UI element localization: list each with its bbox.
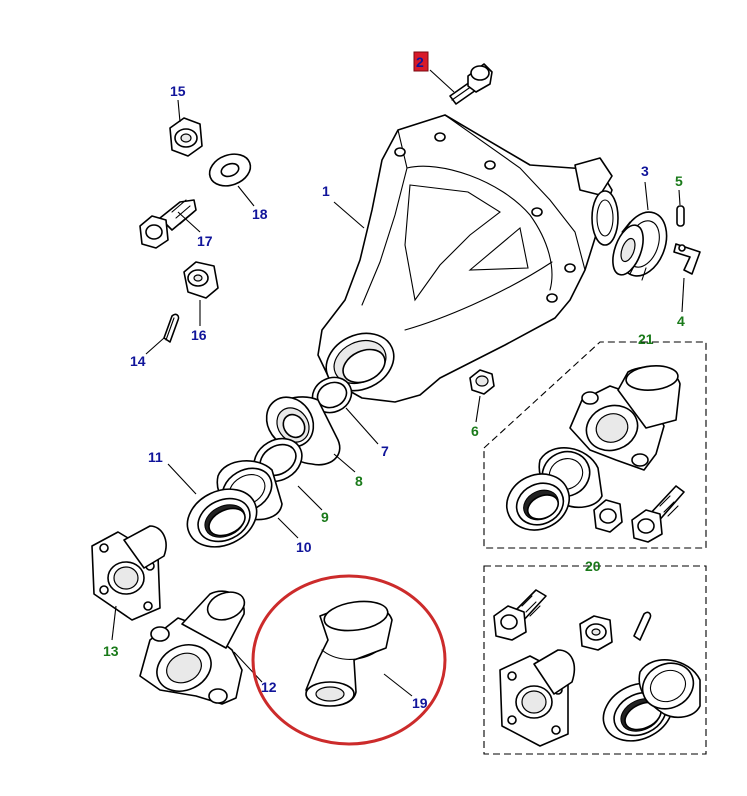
label-18: 18 bbox=[252, 206, 268, 222]
label-5: 5 bbox=[675, 173, 683, 189]
label-21: 21 bbox=[638, 331, 654, 347]
kit-20-bolt[interactable] bbox=[493, 589, 547, 641]
label-3: 3 bbox=[641, 163, 649, 179]
kit-21-dust-shield[interactable] bbox=[498, 464, 579, 540]
locking-bracket[interactable] bbox=[673, 243, 701, 275]
label-14: 14 bbox=[130, 353, 146, 369]
label-4: 4 bbox=[677, 313, 685, 329]
kit-20-square-flange[interactable] bbox=[499, 649, 576, 747]
kit-20-cotter-pin[interactable] bbox=[633, 611, 652, 641]
cotter-pin[interactable] bbox=[163, 313, 180, 343]
leader-lines bbox=[111, 69, 685, 697]
dust-shield[interactable] bbox=[178, 478, 266, 557]
label-7: 7 bbox=[381, 443, 389, 459]
label-15: 15 bbox=[170, 83, 186, 99]
highlight-circle-part-19 bbox=[251, 574, 447, 746]
dowel-pin[interactable] bbox=[676, 205, 685, 227]
kit-20-nut[interactable] bbox=[579, 615, 613, 651]
label-17: 17 bbox=[197, 233, 213, 249]
label-13: 13 bbox=[103, 643, 119, 659]
lock-nut[interactable] bbox=[183, 261, 219, 299]
label-19: 19 bbox=[412, 695, 428, 711]
kit-20-seal[interactable] bbox=[635, 655, 701, 719]
kit-21-bolt[interactable] bbox=[631, 485, 685, 543]
part-labels: 2 1 3 4 5 6 7 8 9 10 11 12 13 14 15 16 1… bbox=[103, 51, 685, 711]
label-8: 8 bbox=[355, 473, 363, 489]
label-12: 12 bbox=[261, 679, 277, 695]
square-flange[interactable] bbox=[91, 525, 167, 621]
washer[interactable] bbox=[205, 149, 255, 192]
highlight-box-part-2 bbox=[413, 51, 429, 72]
pinion-sleeve[interactable] bbox=[305, 598, 393, 707]
flange-bolt[interactable] bbox=[139, 199, 197, 249]
label-11: 11 bbox=[148, 449, 163, 465]
pinion-flange[interactable] bbox=[139, 587, 248, 705]
o-ring[interactable] bbox=[307, 371, 358, 419]
kit-21-box bbox=[483, 341, 707, 549]
castle-nut[interactable] bbox=[169, 117, 203, 157]
pinion-gear[interactable] bbox=[607, 205, 675, 282]
label-1: 1 bbox=[322, 183, 330, 199]
label-10: 10 bbox=[296, 539, 312, 555]
housing-bolt[interactable] bbox=[449, 63, 493, 105]
differential-housing[interactable] bbox=[317, 114, 619, 403]
flange-nut[interactable] bbox=[469, 369, 495, 395]
label-6: 6 bbox=[471, 423, 479, 439]
label-2: 2 bbox=[416, 54, 424, 70]
kit-21-flange[interactable] bbox=[569, 364, 681, 471]
kit-21-nut[interactable] bbox=[593, 499, 623, 533]
kit-20-box bbox=[483, 565, 707, 755]
label-16: 16 bbox=[191, 327, 207, 343]
label-9: 9 bbox=[321, 509, 329, 525]
label-20: 20 bbox=[585, 558, 601, 574]
